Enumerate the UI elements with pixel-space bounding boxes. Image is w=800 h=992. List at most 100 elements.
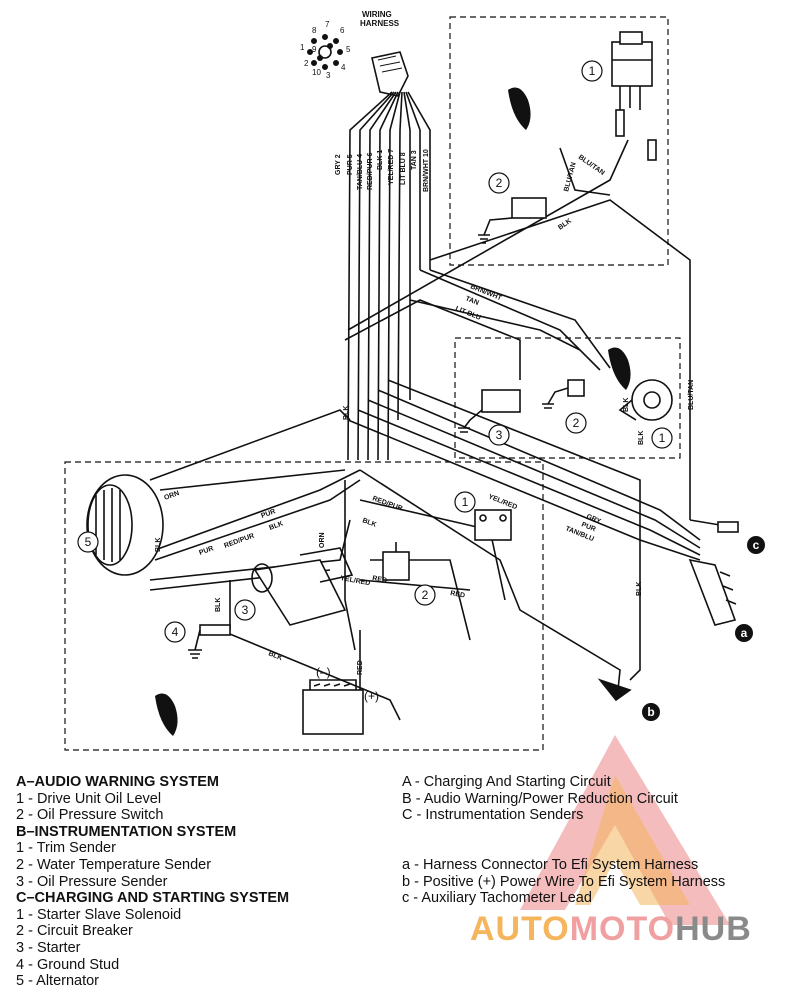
- wire-label-tanblu4: TAN/BLU 4: [357, 154, 364, 190]
- wiring-diagram: WIRING HARNESS 8 7 6 1 9 5 2 10 3 4 GRY …: [64, 10, 765, 751]
- legend-c-item-2: 2 - Circuit Breaker: [16, 923, 133, 940]
- ground-stud: [188, 624, 231, 659]
- legend-ref-a: a - Harness Connector To Efi System Harn…: [402, 856, 699, 873]
- pin-6: 6: [340, 26, 345, 35]
- legend-left: A–AUDIO WARNING SYSTEM 1 - Drive Unit Oi…: [16, 774, 289, 990]
- wire-label-c-orn-2: ORN: [319, 532, 326, 548]
- wire-label-c-pur: PUR: [198, 545, 214, 557]
- wire-label-c-blk-3: BLK: [215, 598, 222, 612]
- battery: [302, 679, 364, 735]
- wire-label-tan3: TAN 3: [411, 150, 418, 170]
- legend-ref-b: b - Positive (+) Power Wire To Efi Syste…: [402, 873, 726, 890]
- starter: [251, 547, 354, 626]
- legend-a-heading: A–AUDIO WARNING SYSTEM: [16, 774, 220, 790]
- legend-a-item-1: 1 - Drive Unit Oil Level: [16, 790, 162, 807]
- hand-marker-a: [508, 87, 531, 130]
- pin-1: 1: [300, 43, 305, 52]
- wire-label-b-blk: BLK: [343, 406, 350, 420]
- callout-circle-c2: [414, 584, 436, 606]
- legend-section-c: C - Instrumentation Senders: [402, 807, 584, 824]
- alternator: [86, 474, 164, 576]
- wire-label-c-red-2: RED: [372, 575, 388, 584]
- wire-label-c-blk-5: BLK: [267, 650, 283, 662]
- legend-c-item-4: 4 - Ground Stud: [16, 956, 120, 973]
- harness-bundle: [347, 91, 431, 461]
- callout-circle-c3: [234, 599, 256, 621]
- callout-a2: 2: [496, 176, 503, 190]
- pin-10: 10: [312, 68, 321, 77]
- legend-a-item-2: 2 - Oil Pressure Switch: [16, 807, 164, 824]
- legend-c-item-3: 3 - Starter: [16, 939, 81, 956]
- legend-b-heading: B–INSTRUMENTATION SYSTEM: [16, 823, 237, 840]
- pin-9: 9: [312, 45, 317, 54]
- callout-b3: 3: [496, 428, 503, 442]
- ref-dot-a: [735, 624, 753, 642]
- callout-a1: 1: [589, 64, 596, 78]
- legend-c-item-1: 1 - Starter Slave Solenoid: [16, 906, 182, 923]
- callout-c3: 3: [242, 603, 249, 617]
- pin-2: 2: [304, 59, 309, 68]
- wire-label-blk1: BLK 1: [377, 150, 384, 170]
- slave-solenoid: [474, 509, 512, 541]
- pin-4: 4: [341, 63, 346, 72]
- wire-label-c-orn: ORN: [163, 490, 180, 502]
- callout-c5: 5: [85, 535, 92, 549]
- wire-label-c-blk-4: BLK: [361, 517, 377, 528]
- legend-section-b: B - Audio Warning/Power Reduction Circui…: [402, 790, 678, 807]
- power-wire-arrow: [597, 678, 632, 702]
- legend-b-item-2: 2 - Water Temperature Sender: [16, 856, 212, 873]
- callout-circle-c4: [164, 621, 186, 643]
- wire-label-c-blk-2: BLK: [155, 538, 162, 552]
- wire-label-c-pur-2: PUR: [260, 508, 276, 520]
- callout-b2: 2: [573, 416, 580, 430]
- ref-a: a: [741, 626, 748, 640]
- callout-c2: 2: [422, 588, 429, 602]
- wire-label-gry2: GRY 2: [335, 154, 342, 175]
- ref-c: c: [753, 538, 760, 552]
- right-wires: [347, 379, 721, 691]
- wire-label-c-red-3: RED: [450, 590, 466, 599]
- wire-label-a-blutan-2: BLU/TAN: [577, 154, 606, 177]
- wire-label-b-blutan: BLU/TAN: [688, 380, 695, 410]
- legend-b-item-1: 1 - Trim Sender: [16, 840, 116, 857]
- tach-lead-plug: [717, 521, 739, 533]
- wire-label-c-red: RED: [357, 660, 364, 675]
- callout-b1: 1: [659, 431, 666, 445]
- callout-circle-b2: [565, 412, 587, 434]
- trim-sender: [618, 379, 673, 421]
- callout-c1: 1: [462, 495, 469, 509]
- callout-circle-a1: [581, 60, 603, 82]
- pin-3: 3: [326, 71, 331, 80]
- callout-circle-c5: [77, 531, 99, 553]
- callout-circle-b3: [488, 424, 510, 446]
- circuit-breaker: [382, 542, 410, 581]
- section-c-box: [64, 461, 544, 751]
- pin-8: 8: [312, 26, 317, 35]
- efi-harness-connector: [688, 558, 737, 626]
- watermark-hub: HUB: [675, 910, 752, 948]
- wire-label-a-blutan: BLU/TAN: [563, 162, 578, 193]
- battery-neg-label: (–): [316, 665, 331, 679]
- oil-pressure-switch-a: [478, 197, 547, 244]
- callout-circle-b1: [651, 427, 673, 449]
- legend-b-item-3: 3 - Oil Pressure Sender: [16, 873, 168, 890]
- wire-label-c-yelred-2: YEL/RED: [487, 493, 518, 511]
- callout-c4: 4: [172, 625, 179, 639]
- oil-pressure-sender: [458, 389, 521, 433]
- ref-b: b: [647, 705, 654, 719]
- hand-marker-c: [155, 693, 178, 736]
- watermark-moto: MOTO: [569, 910, 676, 948]
- wire-label-redpur6: RED/PUR 6: [367, 153, 374, 190]
- wire-label-yelred7: YEL/RED 7: [388, 149, 395, 185]
- oil-reservoir: [611, 31, 657, 161]
- legend-c-item-5: 5 - Alternator: [16, 973, 100, 990]
- wire-label-b-blk-2: BLK: [623, 398, 630, 412]
- wire-label-a-blk: BLK: [557, 218, 573, 232]
- wire-label-pur5: PUR 5: [347, 154, 354, 175]
- watermark-text: AUTOMOTOHUB: [470, 910, 752, 949]
- wire-label-c-blk: BLK: [268, 520, 284, 531]
- ref-dot-b: [642, 703, 660, 721]
- wire-label-brnwht10: BRN/WHT 10: [423, 149, 430, 192]
- wire-label-c-blk-6: BLK: [636, 582, 643, 596]
- pin-5: 5: [346, 45, 351, 54]
